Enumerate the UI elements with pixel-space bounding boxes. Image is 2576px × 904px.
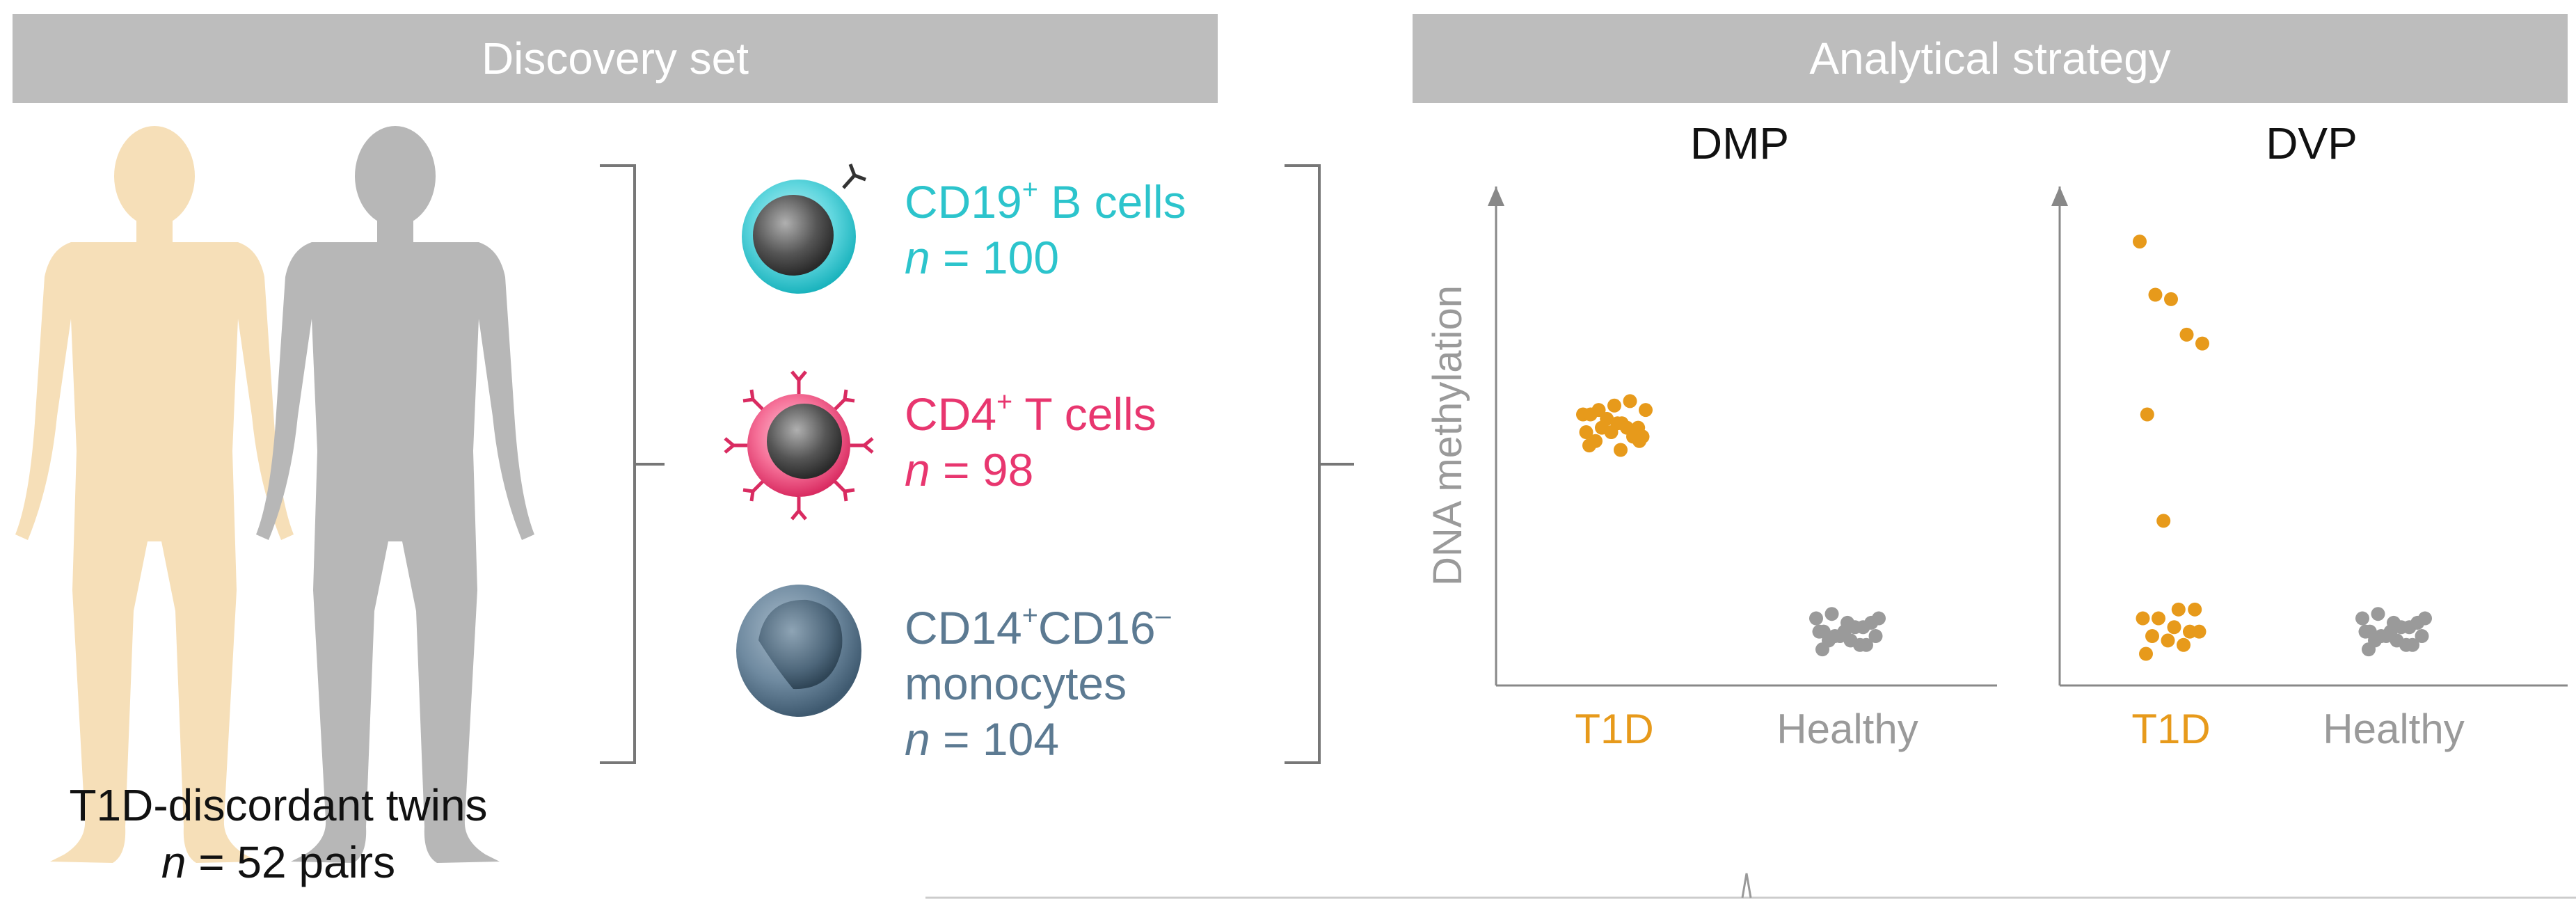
dvp-point-t1d (2164, 292, 2178, 306)
y-axis-label: DNA methylation (1425, 285, 1470, 586)
dmp-point-t1d (1582, 438, 1596, 453)
bottom-divider-tick (1741, 873, 1752, 898)
monocyte-name-line2: monocytes (905, 658, 1127, 709)
b-cell-icon (742, 164, 866, 294)
dvp-category-t1d: T1D (2131, 706, 2210, 752)
dmp-point-t1d (1583, 407, 1598, 422)
dmp-point-healthy (1812, 624, 1827, 639)
t-cell-n-value: = 98 (930, 444, 1034, 495)
dvp-point-healthy (2362, 642, 2376, 657)
dmp-point-healthy (1837, 624, 1852, 639)
dmp-point-t1d (1623, 394, 1637, 409)
dmp-category-healthy: Healthy (1776, 706, 1918, 752)
dvp-point-t1d (2192, 624, 2207, 639)
dvp-point-t1d (2161, 633, 2175, 648)
dmp-point-t1d (1639, 403, 1653, 418)
dvp-point-healthy (2415, 629, 2429, 644)
dmp-point-healthy (1847, 620, 1862, 635)
dmp-point-healthy (1853, 637, 1867, 652)
dmp-category-t1d: T1D (1575, 706, 1653, 752)
dvp-point-t1d (2156, 514, 2171, 528)
dmp-title: DMP (1690, 118, 1789, 168)
dvp-point-t1d (2152, 611, 2165, 626)
dvp-point-t1d (2136, 611, 2150, 626)
b-cell-name-sup: + (1021, 174, 1038, 205)
dmp-point-t1d (1620, 420, 1634, 435)
dmp-point-healthy (1824, 607, 1839, 621)
dmp-point-t1d (1607, 398, 1621, 413)
monocyte-name-main: CD14 (905, 602, 1022, 653)
monocyte-n-symbol: n (905, 713, 930, 765)
monocyte-n-value: = 104 (930, 713, 1060, 765)
monocyte-name-sup2: – (1155, 600, 1171, 631)
dmp-point-healthy (1864, 615, 1879, 630)
b-cell-name-rest: B cells (1037, 176, 1186, 228)
dvp-point-t1d (2139, 647, 2153, 661)
dvp-point-t1d (2167, 620, 2181, 635)
discovery-set-title: Discovery set (481, 33, 749, 84)
dvp-point-t1d (2195, 336, 2209, 351)
dmp-point-t1d (1579, 425, 1593, 440)
analytical-strategy-banner: Analytical strategy (1413, 14, 2568, 103)
b-cell-label: CD19+ B cells n = 100 (905, 174, 1186, 285)
cells-bracket (1285, 164, 1354, 764)
dmp-y-axis-arrow (1488, 187, 1504, 206)
dmp-point-healthy (1868, 629, 1883, 644)
dvp-point-healthy (2399, 637, 2413, 652)
dmp-point-healthy (1815, 642, 1829, 657)
monocyte-icon (736, 585, 861, 717)
dvp-point-healthy (2410, 615, 2425, 630)
t-cell-n-symbol: n (905, 444, 930, 495)
dmp-point-healthy (1809, 611, 1823, 626)
dvp-title: DVP (2266, 118, 2358, 168)
dvp-point-t1d (2145, 629, 2159, 644)
dvp-point-healthy (2371, 607, 2385, 621)
t-cell-label: CD4+ T cells n = 98 (905, 386, 1156, 498)
dvp-point-healthy (2383, 624, 2398, 639)
dvp-point-t1d (2148, 287, 2163, 302)
dvp-point-t1d (2171, 602, 2186, 617)
t-cell-name-main: CD4 (905, 388, 997, 440)
t-cell-name-rest: T cells (1012, 388, 1156, 440)
dmp-point-t1d (1632, 434, 1646, 448)
analytical-strategy-title: Analytical strategy (1809, 33, 2171, 84)
twins-n-value: = 52 pairs (186, 837, 396, 887)
twins-caption: T1D-discordant twins n = 52 pairs (0, 779, 557, 888)
dvp-category-healthy: Healthy (2323, 706, 2464, 752)
twins-bracket (600, 164, 665, 764)
dvp-point-t1d (2140, 407, 2154, 422)
dvp-y-axis-arrow (2051, 187, 2068, 206)
t-cell-icon (724, 370, 874, 521)
dvp-point-healthy (2358, 624, 2373, 639)
dvp-point-t1d (2133, 235, 2147, 249)
monocyte-name-mid: CD16 (1037, 602, 1156, 653)
monocyte-name-sup: + (1021, 600, 1038, 631)
twins-caption-line1: T1D-discordant twins (69, 780, 488, 830)
dvp-point-healthy (2394, 620, 2408, 635)
dmp-point-t1d (1604, 425, 1619, 440)
b-cell-n-value: = 100 (930, 232, 1060, 283)
dvp-point-t1d (2177, 637, 2191, 652)
dvp-point-healthy (2355, 611, 2369, 626)
t-cell-name-sup: + (996, 386, 1013, 418)
dvp-point-t1d (2188, 602, 2202, 617)
twins-n-symbol: n (161, 837, 186, 887)
dmp-point-t1d (1614, 443, 1628, 457)
dvp-point-t1d (2179, 327, 2194, 342)
b-cell-n-symbol: n (905, 232, 930, 283)
b-cell-name-main: CD19 (905, 176, 1022, 228)
twins-caption-line2: n = 52 pairs (0, 836, 557, 888)
discovery-set-banner: Discovery set (13, 14, 1218, 103)
monocyte-label: CD14+CD16– monocytes n = 104 (905, 600, 1171, 767)
